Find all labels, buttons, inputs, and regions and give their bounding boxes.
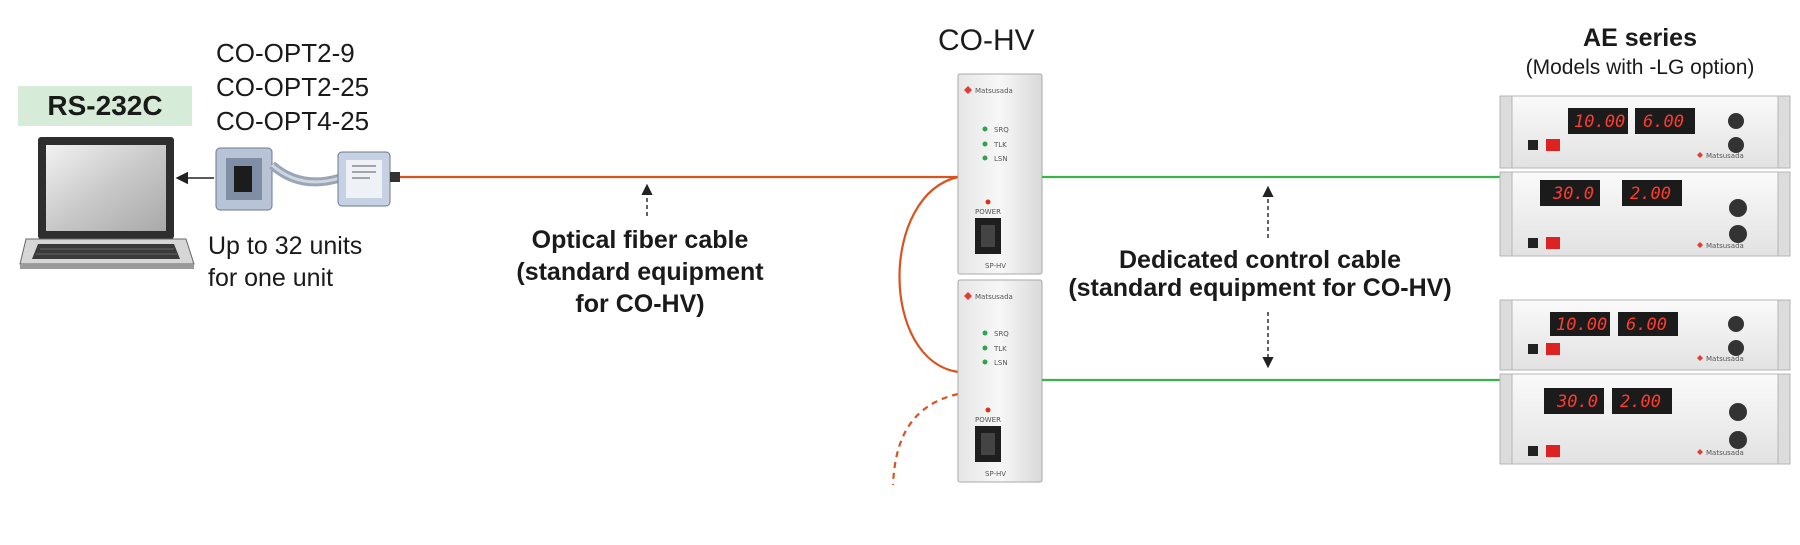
led-label-lsn: LSN xyxy=(994,359,1008,367)
led-label-tlk: TLK xyxy=(993,345,1007,353)
optical-cable-label-3: for CO-HV) xyxy=(575,290,705,318)
model-text: SP-HV xyxy=(985,470,1006,478)
led-label-lsn: LSN xyxy=(994,155,1008,163)
led-label-srq: SRQ xyxy=(994,330,1009,338)
adapter-model-3: CO-OPT4-25 xyxy=(216,106,370,136)
voltage-display: 10.00 xyxy=(1556,315,1607,335)
co-hv-brand: Matsusada xyxy=(975,293,1013,301)
power-label: POWER xyxy=(975,416,1001,424)
current-display: 2.00 xyxy=(1630,184,1671,204)
ae-brand: Matsusada xyxy=(1706,152,1744,160)
units-note-line-2: for one unit xyxy=(208,264,334,292)
ae-brand: Matsusada xyxy=(1706,449,1744,457)
led-label-srq: SRQ xyxy=(994,126,1009,134)
voltage-display: 30.0 xyxy=(1552,184,1594,204)
co-hv-unit-1: Matsusada SRQ TLK LSN POWER SP-HV xyxy=(957,73,1043,275)
power-label: POWER xyxy=(975,208,1001,216)
ae-power-supply-3: 10.00 6.00 Matsusada xyxy=(1499,299,1791,371)
adapter-model-1: CO-OPT2-9 xyxy=(216,38,355,68)
units-note-line-1: Up to 32 units xyxy=(208,232,363,260)
current-display: 6.00 xyxy=(1643,112,1684,132)
optical-cable-label-2: (standard equipment xyxy=(516,258,764,286)
ae-power-supply-2: 30.0 2.00 Matsusada xyxy=(1499,171,1791,257)
co-hv-brand: Matsusada xyxy=(975,87,1013,95)
optical-converter-icon xyxy=(337,151,400,207)
optical-fiber-continuation xyxy=(891,392,959,486)
current-display: 2.00 xyxy=(1620,392,1661,412)
voltage-display: 30.0 xyxy=(1556,392,1598,412)
ae-brand: Matsusada xyxy=(1706,355,1744,363)
interface-label: RS-232C xyxy=(18,86,192,126)
adapter-model-2: CO-OPT2-25 xyxy=(216,72,370,102)
control-cable-label-2: (standard equipment for CO-HV) xyxy=(1068,274,1452,302)
co-hv-unit-2: Matsusada SRQ TLK LSN POWER SP-HV xyxy=(957,279,1043,483)
power-supply-title: AE series xyxy=(1583,24,1697,52)
optical-cable-label-1: Optical fiber cable xyxy=(531,226,749,254)
led-label-tlk: TLK xyxy=(993,141,1007,149)
current-display: 6.00 xyxy=(1626,315,1667,335)
ae-power-supply-1: 10.00 6.00 Matsusada xyxy=(1499,95,1791,169)
voltage-display: 10.00 xyxy=(1574,112,1625,132)
ae-brand: Matsusada xyxy=(1706,242,1744,250)
controller-title: CO-HV xyxy=(938,24,1035,57)
model-text: SP-HV xyxy=(985,262,1006,270)
control-cable-label-1: Dedicated control cable xyxy=(1118,246,1402,274)
dsub-connector-icon xyxy=(215,147,342,211)
optical-fiber-loop xyxy=(898,175,959,374)
laptop-icon xyxy=(19,137,195,269)
power-supply-subtitle: (Models with -LG option) xyxy=(1525,56,1755,79)
ae-power-supply-4: 30.0 2.00 Matsusada xyxy=(1499,373,1791,465)
